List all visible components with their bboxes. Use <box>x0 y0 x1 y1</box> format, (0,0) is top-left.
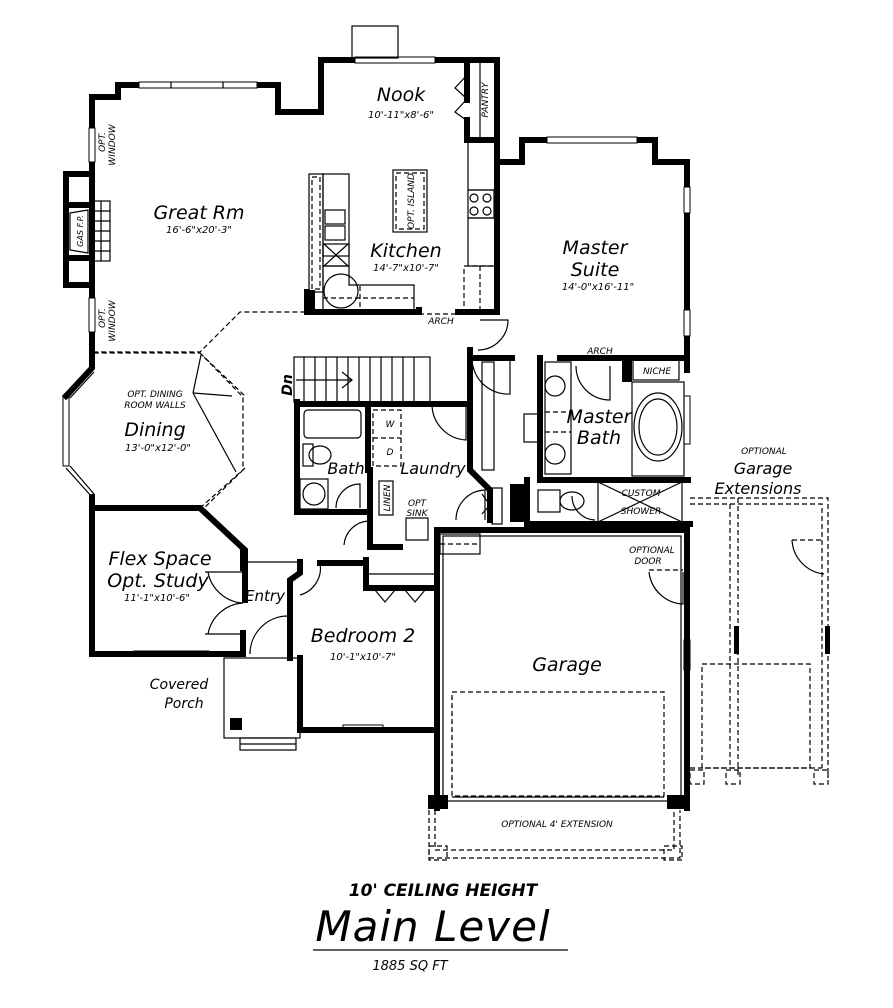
stairs-down-label: Dn <box>280 374 296 396</box>
laundry-label: Laundry <box>400 459 466 478</box>
arch-master-label: ARCH <box>586 347 613 357</box>
great-rm-label: Great Rm <box>153 202 244 224</box>
arch-kitchen-label: ARCH <box>427 317 454 327</box>
covered-porch-label-2: Porch <box>164 696 203 712</box>
bath-label: Bath <box>327 459 364 478</box>
stairs <box>293 356 431 403</box>
bedroom2-label: Bedroom 2 <box>311 625 415 647</box>
opt-window-top-2: WINDOW <box>108 123 118 165</box>
pantry-door <box>454 99 467 121</box>
master-bath-walls <box>467 347 693 527</box>
optional-door-2: DOOR <box>634 557 661 567</box>
pantry-door <box>454 75 467 99</box>
bath-laundry-walls <box>294 347 493 550</box>
optional-door-1: OPTIONAL <box>629 546 675 556</box>
linen-label: LINEN <box>383 484 393 511</box>
flex-space-label-2: Opt. Study <box>107 570 209 592</box>
garage-label: Garage <box>532 654 602 676</box>
dryer-label: D <box>387 448 394 458</box>
pantry-label: PANTRY <box>481 81 491 118</box>
entry-label: Entry <box>245 587 286 605</box>
opt-window-top-1: OPT. <box>98 132 108 152</box>
nook-label: Nook <box>377 84 426 106</box>
flex-space-label-1: Flex Space <box>108 548 211 570</box>
opt-island-label: OPT. ISLAND <box>407 173 417 229</box>
custom-shower-2: SHOWER <box>621 507 661 517</box>
garage-ext-optional: OPTIONAL <box>741 447 787 457</box>
niche-label: NICHE <box>643 367 671 377</box>
opt-window-bottom-1: OPT. <box>98 308 108 328</box>
custom-shower-1: CUSTOM <box>622 489 661 499</box>
master-suite-label-1: Master <box>563 237 629 259</box>
opt-dining-walls-2: ROOM WALLS <box>124 401 186 411</box>
ceiling-height-label: 10' CEILING HEIGHT <box>349 881 539 901</box>
flex-entry-walls <box>89 505 303 661</box>
garage-walls <box>428 487 690 811</box>
room-labels: Great Rm 16'-6"x20'-3" Nook 10'-11"x8'-6… <box>107 84 634 712</box>
opt-sink-2: SINK <box>406 509 428 519</box>
opt-window-bottom-2: WINDOW <box>108 299 118 341</box>
dining-dims: 13'-0"x12'-0" <box>125 443 191 454</box>
washer-label: W <box>386 420 396 430</box>
master-bath-label-1: Master <box>567 406 633 428</box>
kitchen-dims: 14'-7"x10'-7" <box>373 263 439 274</box>
great-rm-dims: 16'-6"x20'-3" <box>166 225 232 236</box>
covered-porch <box>223 657 301 751</box>
garage-extensions <box>689 497 830 785</box>
master-bath-label-2: Bath <box>577 427 621 449</box>
level-title: Main Level <box>315 902 550 951</box>
gas-fp-label: GAS F.P. <box>76 215 85 247</box>
hall-door <box>343 520 369 546</box>
optional-extension-label: OPTIONAL 4' EXTENSION <box>501 820 613 830</box>
garage-ext-label-2: Extensions <box>715 479 802 498</box>
opt-sink-1: OPT <box>408 499 428 509</box>
optional-extension <box>428 810 683 861</box>
master-suite-dims: 14'-0"x16'-11" <box>562 282 634 293</box>
fireplace-hearth <box>69 200 111 262</box>
kitchen-counters <box>308 141 497 311</box>
dining-label: Dining <box>124 419 185 441</box>
flex-space-dims: 11'-1"x10'-6" <box>124 593 190 604</box>
title-block: 10' CEILING HEIGHT Main Level 1885 SQ FT <box>313 881 568 974</box>
nook-dims: 10'-11"x8'-6" <box>368 110 434 121</box>
kitchen-walls <box>304 57 500 315</box>
bedroom2-dims: 10'-1"x10'-7" <box>330 652 396 663</box>
arch-door <box>477 319 509 351</box>
master-suite-label-2: Suite <box>571 259 620 281</box>
covered-porch-label-1: Covered <box>150 677 209 693</box>
opt-dining-walls-1: OPT. DINING <box>127 390 182 400</box>
kitchen-label: Kitchen <box>370 240 441 262</box>
square-footage-label: 1885 SQ FT <box>372 959 448 974</box>
annotations: PANTRY OPT. ISLAND OPT. WINDOW OPT. WIND… <box>76 81 801 830</box>
great-room-boundaries <box>93 311 458 353</box>
garage-ext-label-1: Garage <box>734 459 793 478</box>
